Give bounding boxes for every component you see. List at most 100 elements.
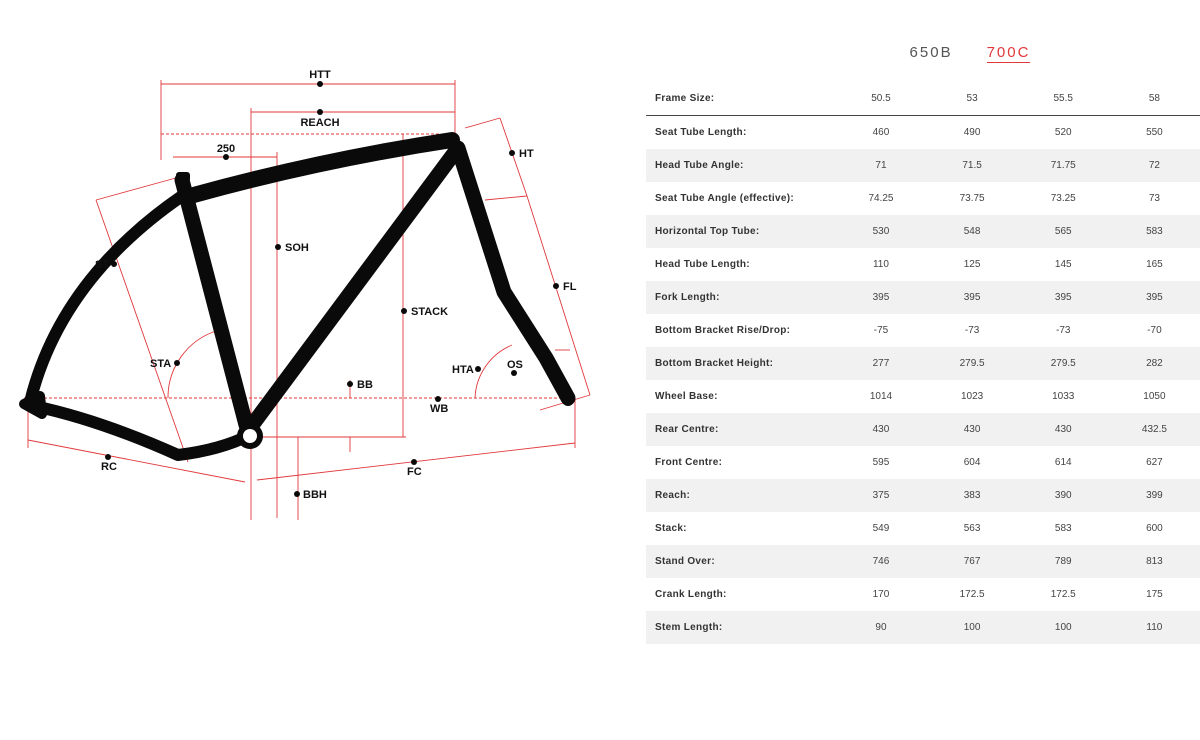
- row-value: 282: [1108, 347, 1200, 380]
- row-value: 383: [926, 479, 1018, 512]
- label-fl: FL: [563, 281, 577, 293]
- row-value: 399: [1108, 479, 1200, 512]
- row-value: 110: [1108, 611, 1200, 644]
- row-value: 490: [963, 127, 981, 138]
- row-value: 125: [963, 259, 981, 270]
- row-value: 604: [963, 457, 981, 468]
- label-bbh: BBH: [303, 489, 327, 501]
- row-value: 71.5: [926, 149, 1018, 182]
- row-value: 395: [926, 281, 1018, 314]
- size-header: 50.5: [835, 82, 927, 116]
- row-value: 73: [1148, 193, 1160, 204]
- row-value: 279.5: [926, 347, 1018, 380]
- row-value: 460: [872, 127, 890, 138]
- row-value: 375: [835, 479, 927, 512]
- size-header: 58: [1108, 82, 1200, 116]
- row-value: -73: [964, 325, 980, 336]
- label-ht: HT: [519, 148, 534, 160]
- row-value: 74.25: [868, 193, 894, 204]
- row-value: 530: [835, 215, 927, 248]
- row-value: -73: [1056, 325, 1071, 336]
- row-value: 789: [1017, 545, 1109, 578]
- row-label: Wheel Base:: [655, 391, 718, 402]
- label-os: OS: [507, 359, 523, 371]
- label-hta: HTA: [452, 364, 474, 376]
- label-soh: SOH: [285, 242, 309, 254]
- label-stack: STACK: [411, 306, 448, 318]
- row-value: 595: [872, 457, 890, 468]
- row-value: 277: [835, 347, 927, 380]
- row-value: 110: [872, 259, 889, 270]
- row-value: 565: [1017, 215, 1109, 248]
- row-label: Stem Length:: [646, 611, 836, 644]
- row-value: 172.5: [1050, 589, 1076, 600]
- row-value: 563: [963, 523, 981, 534]
- row-value: 90: [835, 611, 927, 644]
- table-row: Head Tube Length: 110 125 145 165: [646, 248, 1200, 281]
- row-value: 1050: [1143, 391, 1166, 402]
- row-value: 1014: [869, 391, 893, 402]
- row-value: 73.75: [959, 193, 985, 204]
- table-header-row: Frame Size: 50.5 53 55.5 58: [646, 82, 1200, 116]
- row-label: Seat Tube Angle (effective):: [655, 193, 794, 204]
- table-row: Bottom Bracket Rise/Drop:-75-73-73-70: [646, 314, 1200, 347]
- row-value: 430: [1017, 413, 1109, 446]
- row-label: Stand Over:: [646, 545, 836, 578]
- row-value: 145: [1054, 259, 1072, 270]
- size-header: 55.5: [1017, 82, 1109, 116]
- row-value: 627: [1146, 457, 1163, 468]
- fork-dropout: [562, 394, 574, 406]
- row-value: 432.5: [1108, 413, 1200, 446]
- row-value: 614: [1054, 457, 1072, 468]
- row-label: Crank Length:: [655, 589, 727, 600]
- label-wb: WB: [430, 403, 448, 415]
- row-value: 548: [926, 215, 1018, 248]
- label-st: ST: [95, 259, 109, 271]
- row-label: Head Tube Length:: [655, 259, 750, 270]
- label-bb: BB: [357, 379, 373, 391]
- row-label: Horizontal Top Tube:: [646, 215, 836, 248]
- tab-700c[interactable]: 700C: [986, 44, 1031, 63]
- row-label: Bottom Bracket Rise/Drop:: [655, 325, 791, 336]
- row-value: 813: [1108, 545, 1200, 578]
- row-label: Head Tube Angle:: [646, 149, 836, 182]
- row-value: 1023: [960, 391, 984, 402]
- tab-650b[interactable]: 650B: [909, 44, 953, 61]
- bottom-bracket-bore: [243, 429, 257, 443]
- row-value: 170: [872, 589, 890, 600]
- seatpost-clamp: [176, 172, 190, 182]
- row-label: Front Centre:: [655, 457, 723, 468]
- row-value: 172.5: [959, 589, 985, 600]
- row-value: 550: [1146, 127, 1163, 138]
- header-label: Frame Size:: [646, 82, 836, 116]
- row-value: 72: [1108, 149, 1200, 182]
- size-header: 53: [926, 82, 1018, 116]
- label-sta: STA: [150, 358, 171, 370]
- bike-frame: [19, 132, 576, 461]
- row-label: Rear Centre:: [646, 413, 836, 446]
- row-value: -70: [1147, 325, 1162, 336]
- row-value: 73.25: [1050, 193, 1076, 204]
- row-value: 100: [926, 611, 1018, 644]
- row-label: Reach:: [646, 479, 836, 512]
- row-value: 165: [1146, 259, 1163, 270]
- row-value: 583: [1054, 523, 1072, 534]
- row-value: 395: [1108, 281, 1200, 314]
- label-250: 250: [217, 143, 235, 155]
- row-value: 390: [1017, 479, 1109, 512]
- row-value: 279.5: [1017, 347, 1109, 380]
- row-value: 430: [835, 413, 927, 446]
- row-value: 520: [1054, 127, 1072, 138]
- label-fc: FC: [407, 466, 422, 478]
- row-value: 767: [926, 545, 1018, 578]
